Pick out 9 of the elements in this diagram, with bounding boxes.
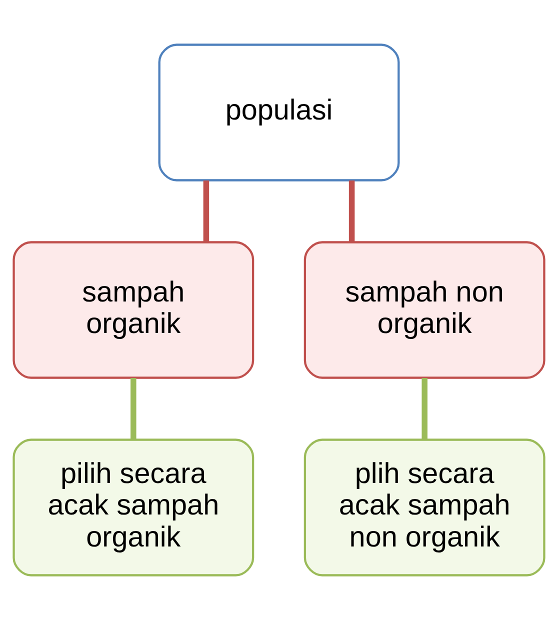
connector (422, 378, 428, 440)
node-box: pilih secara acak sampah organik (12, 438, 254, 576)
node-box: sampah organik (12, 241, 254, 379)
connector (348, 180, 355, 242)
node-box: sampah non organik (304, 241, 546, 379)
connector (130, 378, 136, 440)
connector (203, 180, 210, 242)
node-box: populasi (158, 44, 400, 182)
node-box: plih secara acak sampah non organik (304, 438, 546, 576)
